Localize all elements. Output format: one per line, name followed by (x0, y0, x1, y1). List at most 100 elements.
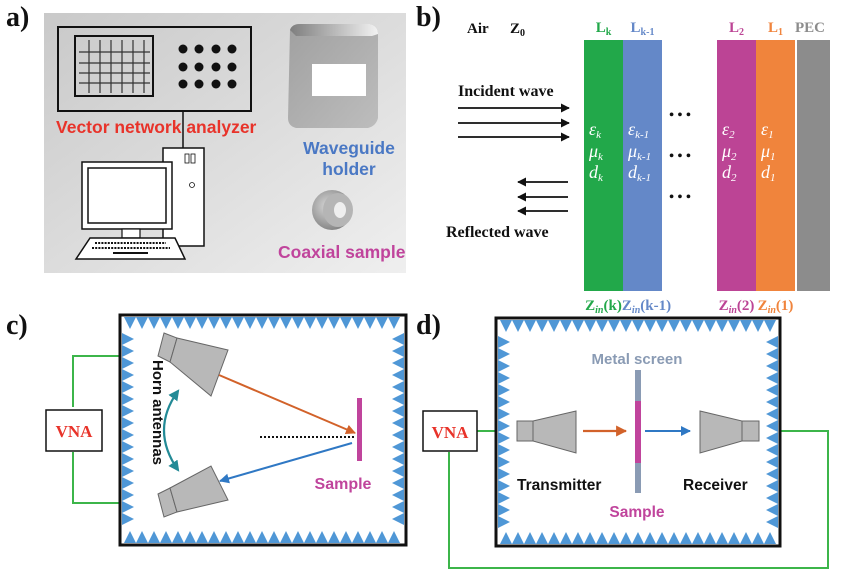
absorber-wedge (392, 477, 404, 489)
absorber-wedge (560, 532, 572, 544)
incident-arrows (458, 103, 570, 142)
layer-input-impedance: Zin(k) (585, 298, 622, 316)
absorber-wedge (644, 320, 656, 332)
absorber-wedge (304, 531, 316, 543)
ellipsis-top: • • • (669, 108, 691, 123)
absorber-wedge (184, 317, 196, 329)
absorber-wedge (740, 320, 752, 332)
vna-label: Vector network analyzer (56, 117, 257, 137)
absorber-wedge (766, 384, 778, 396)
absorber-wedge (364, 317, 376, 329)
absorber-wedge (388, 317, 400, 329)
absorber-wedge (498, 444, 510, 456)
absorber-wedge (392, 429, 404, 441)
panel-a-label: a) (6, 2, 30, 33)
absorber-wedge (498, 504, 510, 516)
absorber-wedge (766, 372, 778, 384)
absorber-wedge (498, 516, 510, 528)
absorber-wedge (364, 531, 376, 543)
absorber-wedge (766, 516, 778, 528)
absorber-wedge (392, 381, 404, 393)
absorber-wedge (280, 531, 292, 543)
vna-knobs (178, 44, 237, 89)
layer-name: L2 (729, 20, 744, 38)
absorber-wedge (498, 456, 510, 468)
absorber-wedge (536, 532, 548, 544)
absorber-wedge (122, 333, 134, 345)
absorber-wedge (498, 492, 510, 504)
absorber-wedge (498, 372, 510, 384)
absorber-wedge (764, 532, 776, 544)
absorber-wedge (392, 453, 404, 465)
layer-thickness: d2 (722, 162, 737, 184)
absorber-wedge (392, 465, 404, 477)
absorber-wedge (208, 317, 220, 329)
absorber-wedge (596, 532, 608, 544)
absorber-wedges (498, 320, 778, 544)
horn-antenna-lower-icon (157, 465, 229, 518)
absorber-wedge (608, 532, 620, 544)
absorber-wedge (122, 345, 134, 357)
absorber-wedge (184, 531, 196, 543)
absorber-wedge (498, 384, 510, 396)
layer-epsilon: ε2 (722, 119, 735, 141)
absorber-wedge (766, 480, 778, 492)
absorber-wedge (316, 317, 328, 329)
layer-epsilon: ε1 (761, 119, 774, 141)
absorber-wedge (608, 320, 620, 332)
absorber-wedge (392, 333, 404, 345)
absorber-wedge (752, 320, 764, 332)
absorber-wedge (764, 320, 776, 332)
absorber-wedge (122, 381, 134, 393)
absorber-wedge (122, 417, 134, 429)
absorber-wedge (232, 317, 244, 329)
absorber-wedge (548, 532, 560, 544)
absorber-wedge (620, 532, 632, 544)
layer-input-impedance: Zin(2) (719, 298, 755, 316)
absorber-wedge (692, 320, 704, 332)
absorber-wedge (512, 532, 524, 544)
absorber-wedge (388, 531, 400, 543)
absorber-wedge (392, 417, 404, 429)
absorber-wedge (656, 320, 668, 332)
reflected-wave-label: Reflected wave (446, 224, 549, 241)
absorber-wedge (160, 317, 172, 329)
absorber-wedge (500, 532, 512, 544)
coaxial-sample-icon (312, 190, 353, 230)
absorber-wedge (122, 441, 134, 453)
absorber-wedge (392, 405, 404, 417)
layer-thickness: dk-1 (628, 162, 651, 184)
panel-c-label: c) (6, 310, 28, 341)
absorber-wedge (392, 369, 404, 381)
absorber-wedge (122, 369, 134, 381)
absorber-wedge (256, 317, 268, 329)
absorber-wedge (498, 480, 510, 492)
pec-layer (797, 40, 830, 291)
absorber-wedge (498, 336, 510, 348)
absorber-wedge (766, 432, 778, 444)
absorber-wedge (196, 531, 208, 543)
absorber-wedge (766, 444, 778, 456)
ellipsis-middle: • • • (669, 149, 691, 164)
vna-box-d[interactable] (422, 410, 478, 452)
absorber-wedge (572, 532, 584, 544)
absorber-wedge (122, 453, 134, 465)
absorber-wedge (220, 317, 232, 329)
absorber-wedge (220, 531, 232, 543)
incident-wave-label: Incident wave (458, 83, 554, 100)
sample-c (357, 398, 362, 461)
absorber-wedge (692, 532, 704, 544)
absorber-wedge (392, 393, 404, 405)
absorber-wedge (716, 532, 728, 544)
absorber-wedge (644, 532, 656, 544)
absorber-wedge (208, 531, 220, 543)
pec-label: PEC (795, 20, 825, 36)
cable-upper (72, 355, 120, 407)
absorber-wedge (536, 320, 548, 332)
absorber-wedge (596, 320, 608, 332)
vna-box-c[interactable] (45, 409, 103, 452)
layer-mu: μ1 (760, 141, 776, 163)
